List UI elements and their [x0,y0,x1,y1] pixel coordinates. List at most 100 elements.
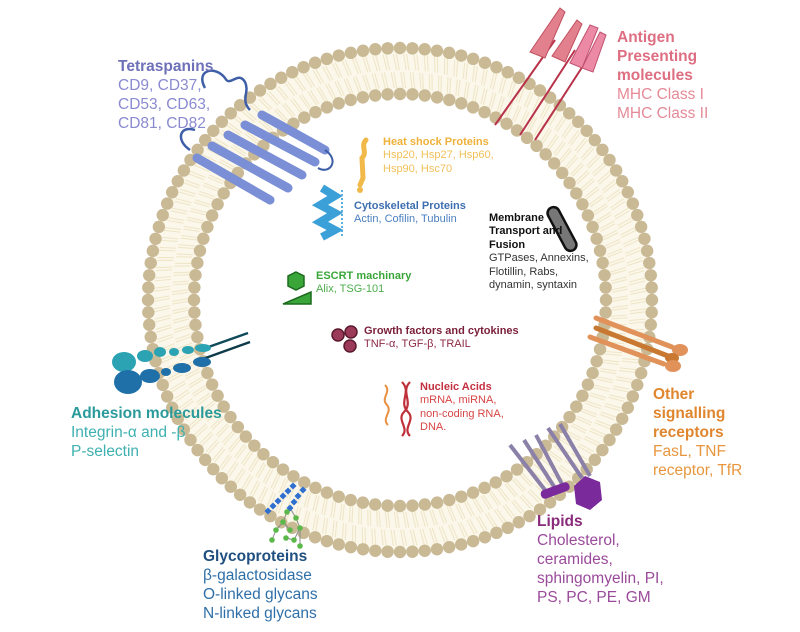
lipid-head [215,471,229,485]
lipid-tail [195,425,209,438]
lipid-tail [586,188,600,200]
lipid-tail [612,387,629,393]
lipid-tail [336,80,345,96]
other-receptors-title: signalling [653,404,726,422]
lipid-tail [184,179,201,187]
lipid-head [344,46,358,60]
lipid-tail [548,450,563,461]
glycan-bead [290,498,298,506]
lipid-tail [617,217,633,227]
lipid-tail [174,327,190,334]
lipid-tail [466,500,475,516]
lipid-tail [570,425,586,434]
lipid-tail [173,271,190,274]
lipid-head [199,453,212,467]
lipid-tail [153,298,171,303]
glycoproteins-title: Glycoproteins [203,548,308,565]
lipid-tail [603,182,617,194]
lipid-head [171,412,184,425]
lipid-tail [605,402,622,409]
lipid-tail [155,269,173,272]
lipid-tail [460,521,469,537]
lipid-tail [475,516,485,532]
lipid-tail [611,288,628,293]
lipid-tail [178,398,193,409]
lipid-head [211,198,224,211]
lipid-tail [453,60,456,77]
adhesion-label: Adhesion molecules Integrin-α and -β P-s… [71,405,222,462]
lipid-tail [236,469,246,485]
lipid-tail [176,256,193,258]
lipid-tail [559,147,571,161]
lipid-head [599,293,613,307]
lipid-tail [409,529,415,546]
lipid-tail [226,461,237,476]
lipid-tail [315,68,325,84]
lipid-head [466,52,480,66]
lipid-tail [490,92,497,109]
other-receptors-label: Other signalling receptors FasL, TNF rec… [653,386,742,481]
lipid-head [466,534,480,548]
membrane-transport-title: Fusion [489,238,526,251]
lipid-head [224,107,237,120]
lipid-tail [610,266,626,273]
lipid-tail [466,519,476,535]
lipid-tail [416,54,420,71]
lipid-tail [450,524,459,540]
lipid-tail [227,437,240,451]
lipid-head [308,531,322,544]
lipid-tail [441,525,449,542]
lipid-head [555,166,569,180]
antigen-title: molecules [617,66,693,84]
lipid-head [298,476,311,489]
lipid-head [588,133,601,147]
lipid-head [233,99,247,112]
lipid-tail [428,527,435,544]
lipid-tail [172,280,189,283]
lipid-tail [423,55,426,72]
lipid-tail [502,505,514,520]
lipid-tail [414,511,419,528]
antigen-line: MHC Class II [617,104,709,122]
membrane-transport-title: Transport and [489,225,563,238]
lipid-tail [273,109,286,123]
lipid-head [609,164,623,177]
lipids-line: sphingomyelin, PI, [537,569,664,587]
lipid-tail [344,59,353,76]
lipid-tail [170,380,185,390]
lipid-tail [172,307,189,312]
lipid-head [599,306,612,319]
lipid-tail [588,156,601,169]
membrane-transport-line: dynamin, syntaxin [489,279,578,292]
lipid-head [576,389,589,402]
lipid-tail [175,391,190,402]
lipid-tail [585,435,601,444]
nucleic-acids-line: DNA. [420,421,447,434]
lipid-tail [154,278,171,282]
lipid-head [523,509,536,523]
lipid-tail [463,81,468,99]
lipid-head [443,93,456,107]
lipid-tail [374,73,380,90]
lipid-tail [193,386,208,397]
lipid-tail [395,53,400,71]
lipid-tail [243,476,253,491]
cytoskeletal-title: Cytoskeletal Proteins [354,200,466,212]
lipid-head [199,133,212,147]
lipid-tail [492,73,498,90]
lipid-head [643,256,656,270]
lipid-tail [614,207,629,218]
lipid-tail [589,430,605,438]
lipid-tail [214,448,226,463]
lipid-head [455,97,468,110]
lipid-head [393,41,407,55]
lipid-tail [331,63,340,79]
lipid-tail [553,140,564,155]
lipid-head [645,306,658,319]
lipid-tail [236,445,247,460]
lipid-tail [523,91,532,107]
lipid-tail [154,314,171,320]
lipid-tail [301,93,312,108]
lipid-tail [168,217,185,222]
lipid-head [430,91,444,104]
